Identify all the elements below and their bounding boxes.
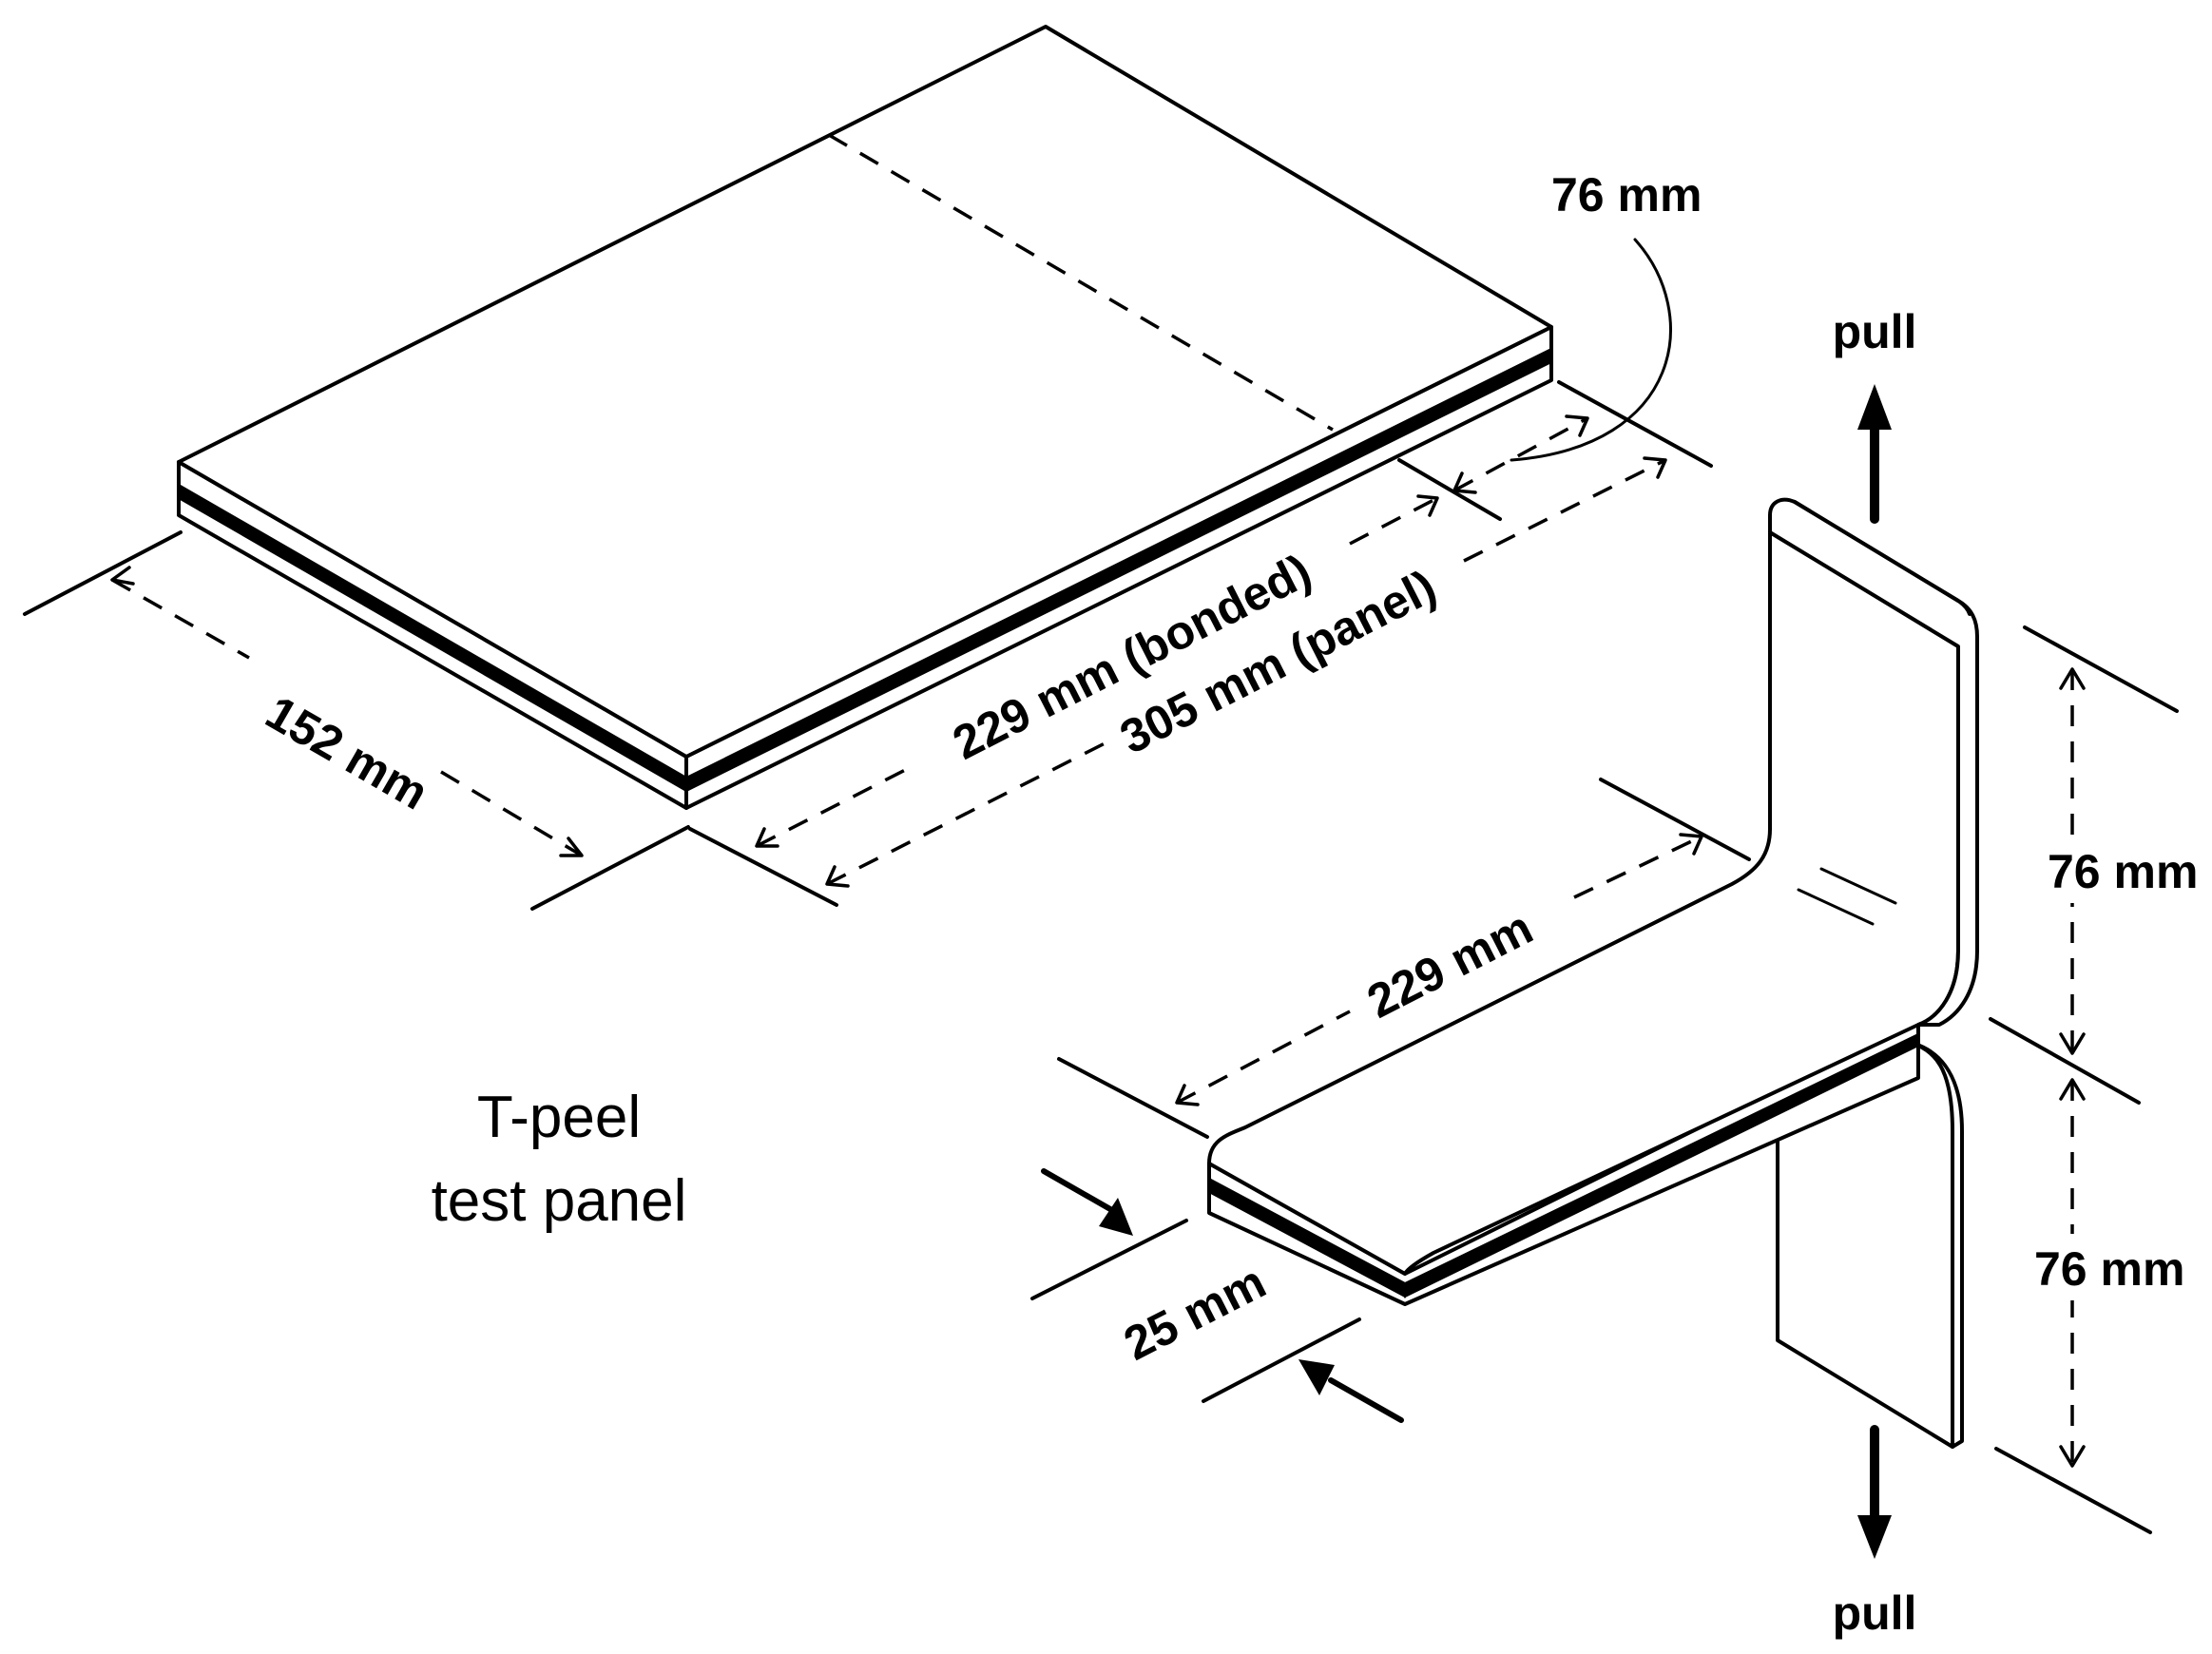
arrow-305-end [1643, 456, 1667, 479]
ext-line-arm-top [2023, 625, 2179, 713]
test-panel [177, 25, 1553, 810]
arrow-229-start [755, 827, 779, 848]
ext-line-right [530, 825, 690, 911]
bond-end-line [828, 133, 1334, 432]
width-arrow-shaft-1 [1041, 1168, 1113, 1212]
width-arrow-head-1 [1099, 1198, 1133, 1236]
label-pull-bottom: pull [1833, 1587, 1917, 1640]
arrow-152-end [559, 837, 584, 857]
arrow-s229-start [1175, 1084, 1200, 1106]
ext-line-bond-end [1397, 458, 1502, 521]
leader-76mm [1510, 238, 1672, 462]
ext-line-strip-end [1057, 1057, 1209, 1139]
t-peel-specimen [1207, 497, 1979, 1449]
strip-adhesive-end [1208, 1177, 1406, 1298]
label-pull-top: pull [1833, 305, 1917, 358]
label-bg-upper [2044, 837, 2205, 903]
arrow-152-start [110, 566, 135, 586]
arrow-s229-end [1679, 833, 1703, 856]
panel-top-face [177, 25, 1553, 759]
width-arrow-shaft-2 [1328, 1377, 1404, 1423]
arrow-305-start [825, 865, 850, 888]
label-25mm: 25 mm [1116, 1255, 1275, 1371]
dim-line-229-a [756, 764, 914, 848]
pull-loads: pull pull [1833, 305, 1917, 1640]
ext-line-width-1 [1030, 1219, 1188, 1300]
label-76mm-lower: 76 mm [2034, 1242, 2184, 1296]
label-152mm: 152 mm [258, 685, 437, 820]
dim-line-76-top [1453, 416, 1588, 492]
upper-arm-top-edge [1793, 500, 1972, 616]
arrow-76-top-start [1452, 471, 1477, 494]
ext-line-left [23, 530, 183, 616]
ext-line-panel-corner [688, 827, 838, 907]
arrow-229-end [1416, 494, 1439, 517]
label-76mm-top: 76 mm [1551, 168, 1702, 221]
upper-arm-face [1768, 497, 1979, 1027]
dim-line-152-b [440, 770, 583, 857]
dimension-specimen-arms: 76 mm 76 mm [1989, 625, 2205, 1534]
ext-line-panel-end [1557, 380, 1713, 468]
arrow-upper-76-top [2059, 667, 2086, 690]
label-76mm-upper: 76 mm [2048, 845, 2198, 898]
ext-line-width-2 [1202, 1317, 1361, 1403]
dim-line-s229-b [1573, 835, 1702, 899]
width-arrow-head-2 [1298, 1359, 1335, 1395]
label-bg-lower [2030, 1234, 2202, 1300]
caption: T-peel test panel [432, 1085, 687, 1234]
dim-line-152-a [111, 578, 250, 660]
dim-line-305-a [826, 738, 1113, 886]
arrow-upper-76-bottom [2059, 1032, 2086, 1055]
dim-line-s229-a [1176, 1010, 1351, 1105]
dim-line-229-b [1349, 496, 1438, 546]
arrow-lower-76-bottom [2059, 1445, 2086, 1468]
pull-bottom-arrowhead [1857, 1515, 1892, 1559]
bend-mark-1 [1819, 867, 1897, 905]
caption-line-2: test panel [432, 1168, 687, 1234]
ext-line-arm-bottom [1994, 1447, 2152, 1534]
dim-line-305-b [1463, 458, 1666, 563]
arrow-76-top-end [1565, 414, 1589, 437]
bend-mark-2 [1797, 888, 1875, 926]
caption-line-1: T-peel [477, 1085, 641, 1150]
ext-line-arm-mid [1989, 1017, 2141, 1105]
arrow-lower-76-top [2059, 1078, 2086, 1101]
panel-adhesive-left [178, 483, 687, 793]
pull-top-arrowhead [1857, 384, 1892, 430]
ext-line-strip-bend [1599, 778, 1751, 861]
